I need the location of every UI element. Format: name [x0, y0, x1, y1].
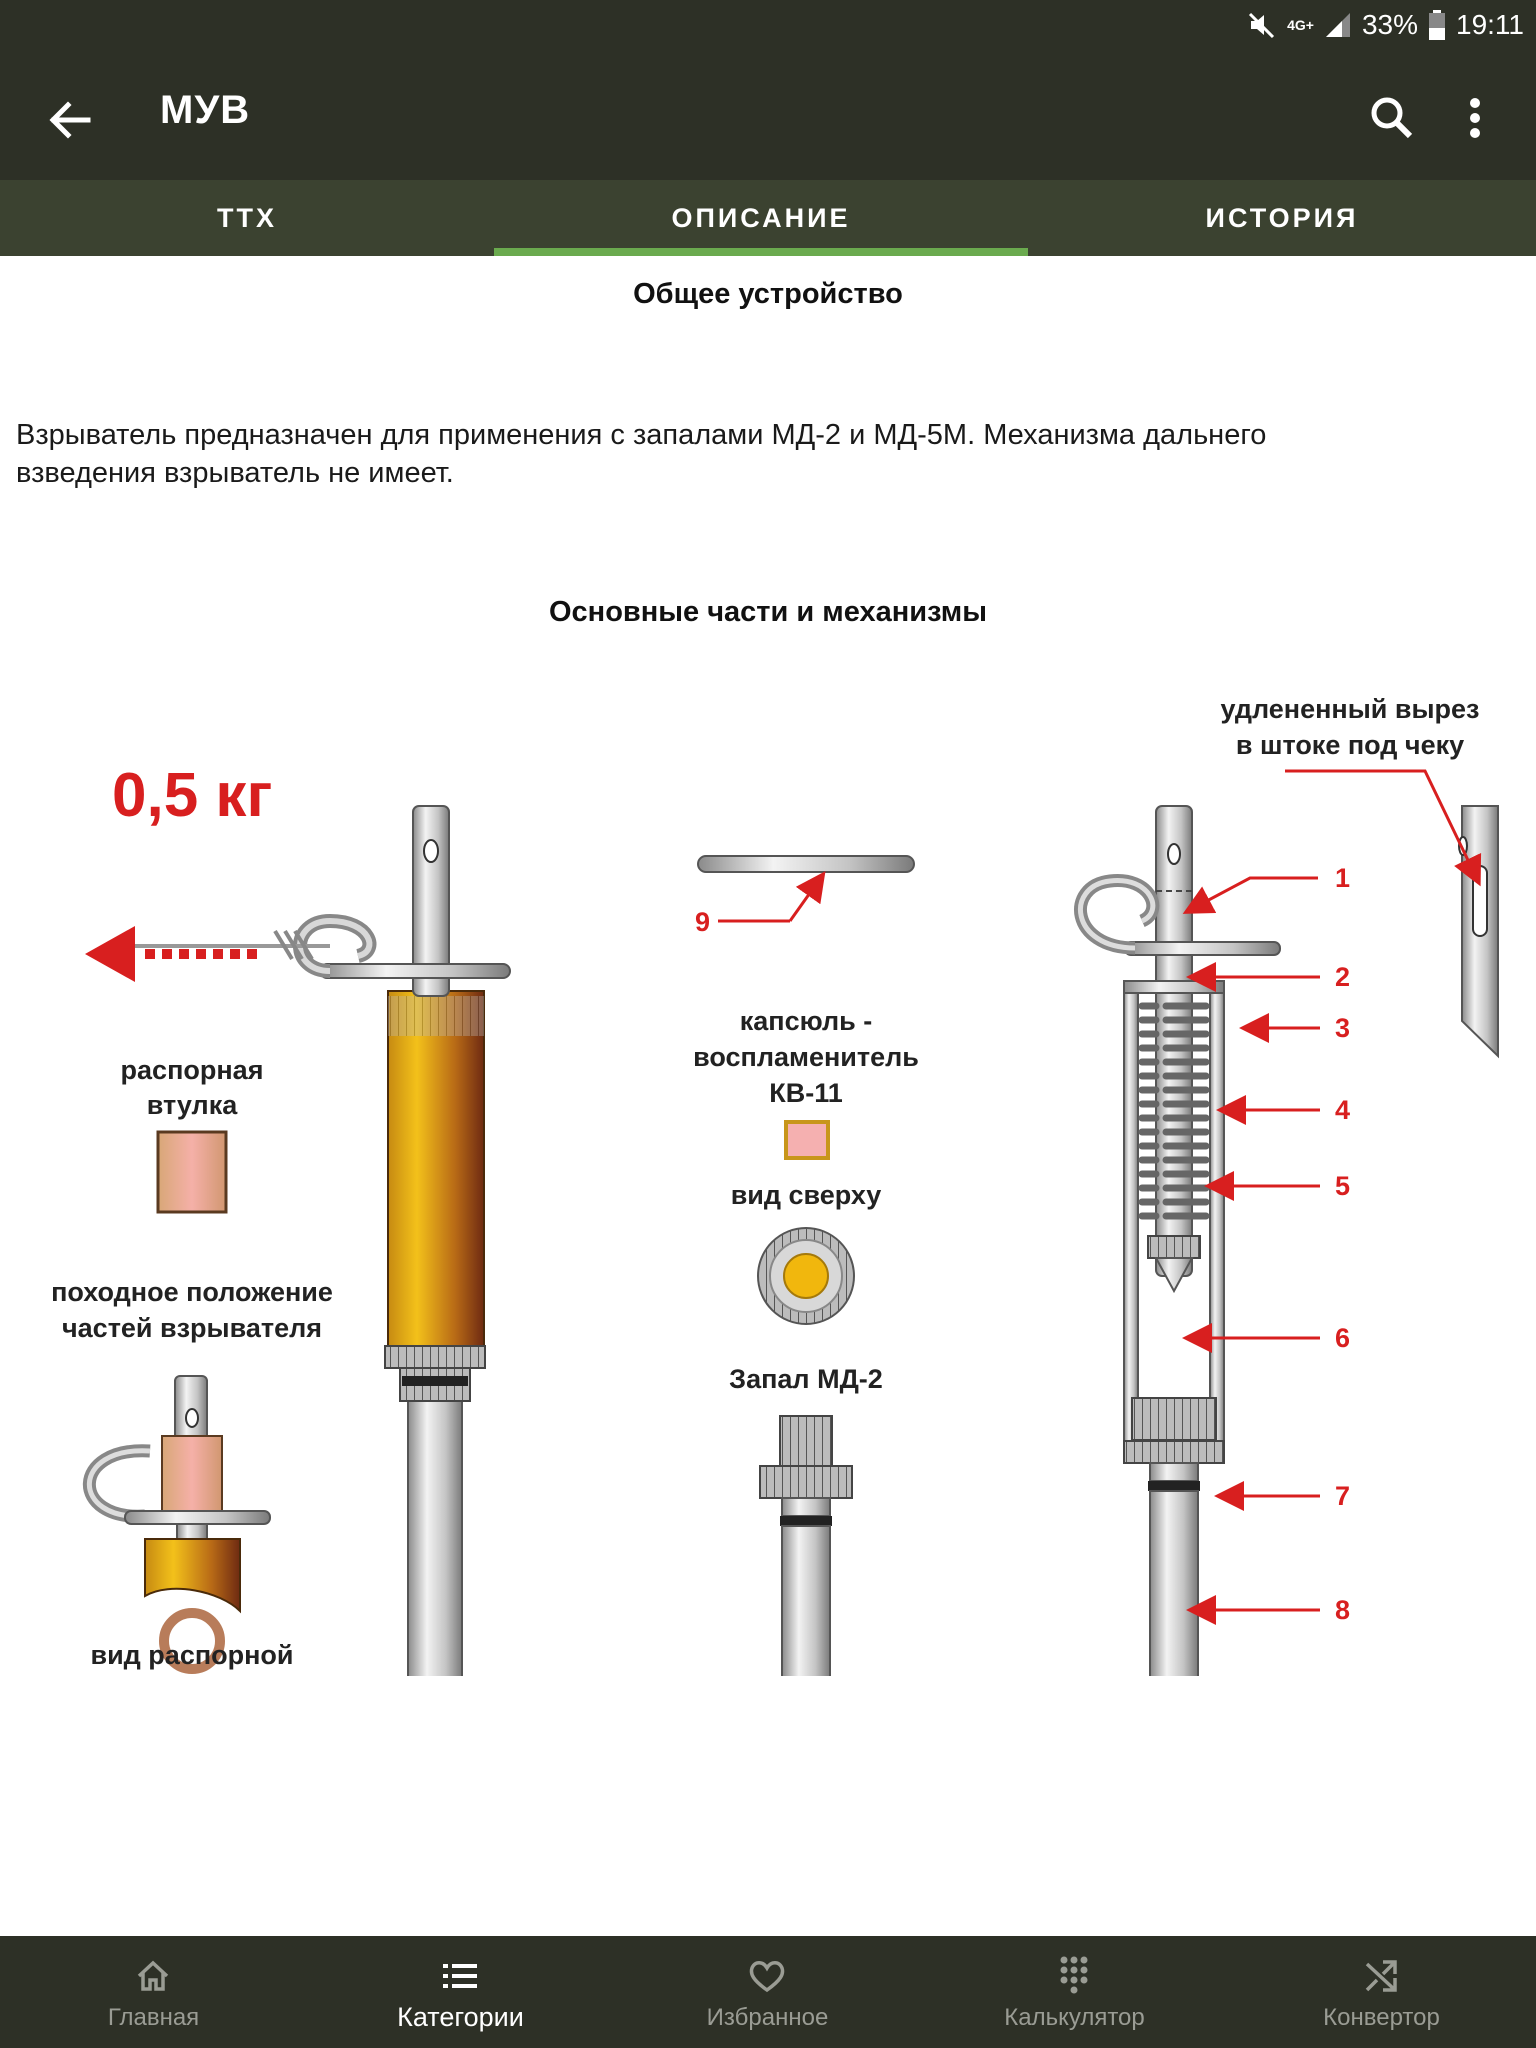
back-button[interactable] — [40, 90, 100, 150]
pin-part-9 — [697, 855, 915, 873]
active-tab-indicator — [494, 248, 1028, 256]
travel-position-assembly — [82, 1375, 271, 1614]
capsule-label: капсюль - — [740, 1006, 872, 1036]
nav-home[interactable]: Главная — [0, 1936, 307, 2048]
overflow-menu-button[interactable] — [1450, 88, 1500, 148]
list-icon — [443, 1964, 477, 1988]
capsule-label: воспламенитель — [693, 1042, 919, 1072]
callout-7: 7 — [1335, 1481, 1350, 1511]
callout-5: 5 — [1335, 1171, 1350, 1201]
md2-fuse — [759, 1415, 853, 1676]
tab-label: ТТХ — [217, 202, 277, 233]
travel-label: частей взрывателя — [62, 1313, 322, 1343]
battery-icon — [1429, 10, 1445, 40]
more-vert-icon — [1470, 98, 1480, 138]
nav-label: Конвертор — [1323, 2004, 1440, 2031]
description-line-1: Взрыватель предназначен для применения с… — [16, 419, 1267, 451]
callout-6: 6 — [1335, 1323, 1350, 1353]
signal-icon — [1325, 13, 1350, 37]
force-label: 0,5 кг — [112, 761, 272, 830]
fuse-diagram: 0,5 кг распорная втулка походное положен… — [51, 694, 1499, 1676]
search-icon — [1371, 97, 1413, 139]
callout-9: 9 — [695, 907, 710, 937]
nav-label: Калькулятор — [1004, 2004, 1145, 2031]
tab-label: ОПИСАНИЕ — [671, 202, 851, 233]
callout-1: 1 — [1335, 863, 1350, 893]
mute-icon — [1249, 12, 1275, 39]
arrow-back-icon — [49, 101, 91, 139]
status-indicators: 4G+ 33% 19:11 — [1247, 6, 1524, 44]
search-button[interactable] — [1362, 88, 1422, 148]
spacer-label: втулка — [147, 1090, 238, 1120]
home-icon — [137, 1960, 169, 1991]
cross-section — [1074, 805, 1281, 1676]
fuse-label: Запал МД-2 — [729, 1364, 883, 1394]
nav-label: Главная — [107, 2004, 200, 2031]
bottom-navigation: Главная Категории Избранное Калькулятор — [0, 1936, 1536, 2048]
tab-bar: ТТХ ОПИСАНИЕ ИСТОРИЯ — [0, 180, 1536, 256]
tab-ttx[interactable]: ТТХ — [0, 180, 494, 256]
callout-8: 8 — [1335, 1595, 1350, 1625]
capsule-kv11 — [784, 1120, 830, 1160]
description-line-2: взведения взрыватель не имеет. — [16, 457, 454, 489]
spacer-ring — [159, 1608, 225, 1674]
travel-label: походное положение — [51, 1277, 333, 1307]
tab-label: ИСТОРИЯ — [1205, 202, 1359, 233]
callout-2: 2 — [1335, 962, 1350, 992]
content-area[interactable]: Общее устройство Взрыватель предназначен… — [0, 256, 1536, 1936]
callout-4: 4 — [1335, 1095, 1350, 1125]
nav-categories[interactable]: Категории — [307, 1936, 614, 2048]
page-title: МУВ — [160, 88, 251, 132]
tab-description[interactable]: ОПИСАНИЕ — [494, 180, 1028, 256]
nav-label: Категории — [397, 2002, 524, 2032]
top-view-label: вид сверху — [731, 1180, 882, 1210]
section-heading: Основные части и механизмы — [549, 596, 987, 628]
section-heading: Общее устройство — [633, 278, 903, 310]
tab-history[interactable]: ИСТОРИЯ — [1028, 180, 1536, 256]
cutout-label: в штоке под чеку — [1236, 730, 1464, 760]
spacer-sleeve — [156, 1130, 228, 1214]
clock: 19:11 — [1456, 9, 1524, 40]
nav-favorites[interactable]: Избранное — [614, 1936, 921, 2048]
assembled-fuse: 0,5 кг — [85, 761, 511, 1676]
heart-icon — [749, 1961, 785, 1993]
app-bar: МУВ — [0, 50, 1536, 180]
rod-slot-detail — [1458, 805, 1499, 1059]
callout-3: 3 — [1335, 1013, 1350, 1043]
capsule-label: КВ-11 — [769, 1078, 843, 1108]
status-bar: 4G+ 33% 19:11 — [0, 0, 1536, 50]
battery-percent: 33% — [1361, 9, 1418, 40]
dialpad-icon — [1060, 1956, 1088, 1994]
shuffle-icon — [1365, 1960, 1397, 1992]
spacer-label: распорная — [121, 1055, 264, 1085]
nav-converter[interactable]: Конвертор — [1228, 1936, 1535, 2048]
spacer-view-label: вид распорной — [90, 1640, 293, 1670]
nav-label: Избранное — [706, 2004, 829, 2031]
nav-calculator[interactable]: Калькулятор — [921, 1936, 1228, 2048]
network-type: 4G+ — [1287, 17, 1314, 33]
cutout-label: удлененный вырез — [1221, 694, 1480, 724]
